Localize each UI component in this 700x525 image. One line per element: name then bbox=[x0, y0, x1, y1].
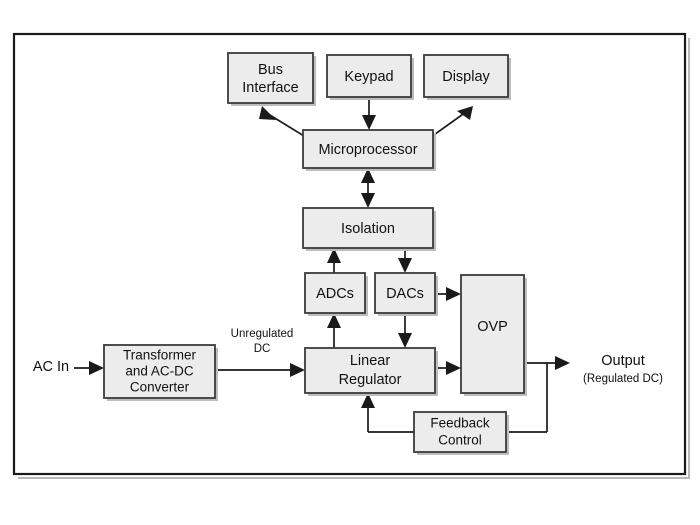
block-label-linear-regulator-line1: Linear bbox=[350, 353, 390, 369]
block-label-transformer-line1: Transformer bbox=[123, 348, 197, 363]
block-adcs[interactable]: ADCs bbox=[304, 272, 368, 316]
connection-dacs-linear-regulator bbox=[398, 313, 412, 348]
block-label-dacs: DACs bbox=[386, 286, 424, 302]
block-label-microprocessor: Microprocessor bbox=[318, 142, 417, 158]
diagram-frame bbox=[12, 32, 690, 479]
connection-transformer-linear-regulator bbox=[215, 363, 305, 377]
connection-ovp-output bbox=[524, 356, 570, 370]
block-label-transformer-line3: Converter bbox=[130, 380, 190, 395]
connection-isolation-dacs bbox=[398, 248, 412, 273]
block-isolation[interactable]: Isolation bbox=[302, 207, 436, 251]
block-microprocessor[interactable]: Microprocessor bbox=[302, 129, 436, 171]
connection-keypad-microprocessor bbox=[362, 97, 376, 130]
block-feedback-control[interactable]: Feedback Control bbox=[413, 411, 509, 455]
io-label-ac-in: AC In bbox=[33, 359, 69, 375]
connection-linear-regulator-ovp bbox=[435, 361, 461, 375]
block-label-bus-interface-line2: Interface bbox=[242, 80, 298, 96]
block-label-display: Display bbox=[442, 69, 490, 85]
connection-adcs-isolation bbox=[327, 248, 341, 273]
block-label-adcs: ADCs bbox=[316, 286, 354, 302]
edge-label-unregulated-dc-line2: DC bbox=[254, 343, 271, 355]
connection-dacs-ovp bbox=[435, 287, 461, 301]
block-label-ovp: OVP bbox=[477, 319, 508, 335]
connection-linear-regulator-adcs bbox=[327, 313, 341, 348]
connection-feedback-control-linear-regulator bbox=[361, 393, 414, 433]
block-label-isolation: Isolation bbox=[341, 221, 395, 237]
connection-output-feedback-control bbox=[506, 363, 548, 433]
connection-lines bbox=[74, 97, 570, 433]
io-label-output: Output (Regulated DC) bbox=[583, 353, 663, 385]
io-label-output-title: Output bbox=[601, 353, 645, 369]
connection-microprocessor-isolation bbox=[361, 168, 375, 208]
io-label-ac-in-text: AC In bbox=[33, 359, 69, 375]
block-ovp[interactable]: OVP bbox=[460, 274, 527, 396]
block-label-feedback-control-line2: Control bbox=[438, 433, 482, 448]
block-label-feedback-control-line1: Feedback bbox=[430, 416, 490, 431]
block-bus-interface[interactable]: Bus Interface bbox=[227, 52, 316, 106]
block-transformer-converter[interactable]: Transformer and AC-DC Converter bbox=[103, 344, 218, 401]
block-label-keypad: Keypad bbox=[344, 69, 393, 85]
block-label-transformer-line2: and AC-DC bbox=[125, 364, 194, 379]
edge-label-unregulated-dc: Unregulated DC bbox=[231, 328, 294, 355]
block-dacs[interactable]: DACs bbox=[374, 272, 438, 316]
block-keypad[interactable]: Keypad bbox=[326, 54, 414, 100]
block-linear-regulator[interactable]: Linear Regulator bbox=[304, 347, 438, 396]
connection-ac-in-transformer bbox=[74, 361, 104, 375]
io-label-output-subtitle: (Regulated DC) bbox=[583, 373, 663, 385]
block-display[interactable]: Display bbox=[423, 54, 511, 100]
block-label-linear-regulator-line2: Regulator bbox=[339, 372, 402, 388]
edge-label-unregulated-dc-line1: Unregulated bbox=[231, 328, 294, 340]
block-label-bus-interface-line1: Bus bbox=[258, 62, 283, 78]
